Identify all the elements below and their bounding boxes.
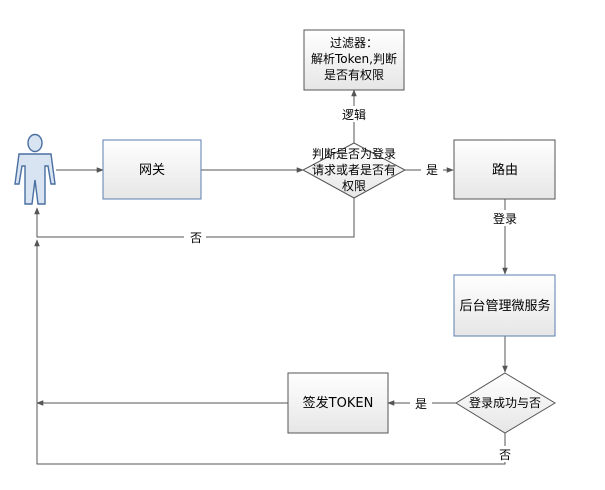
- filter-line-1: 过滤器：: [330, 36, 378, 50]
- gateway-label: 网关: [139, 163, 165, 178]
- decision-login-diamond: [455, 372, 556, 434]
- login-label-bg: [489, 210, 521, 226]
- router-label: 路由: [492, 162, 518, 178]
- edge-decision2-no: [34, 239, 506, 465]
- no-label-bg: [184, 229, 206, 245]
- no2-label-bg: [494, 446, 516, 462]
- issue-token-box: [287, 372, 389, 434]
- decision-auth-line-2: 请求或者是否有: [312, 163, 396, 177]
- decision-login-label: 登录成功与否: [469, 395, 541, 410]
- edge-label-login: 登录: [493, 211, 517, 226]
- decision-auth-line-3: 权限: [342, 179, 366, 193]
- edge-label-auth-yes: 是: [426, 163, 438, 177]
- user-actor-icon: [14, 133, 56, 205]
- yes2-label-bg: [410, 395, 432, 411]
- router-box: [453, 139, 556, 200]
- backend-box: [453, 274, 556, 337]
- filter-line-2: 解析Token,判断: [311, 51, 397, 66]
- decision-auth-line-1: 判断是否为登录: [312, 146, 396, 161]
- edge-label-auth-no: 否: [190, 231, 202, 245]
- gateway-box: [102, 139, 202, 200]
- filter-box: [303, 29, 405, 91]
- edge-label-login-no: 否: [499, 448, 511, 462]
- backend-label: 后台管理微服务: [459, 298, 550, 314]
- decision-auth-diamond: [301, 142, 407, 199]
- issue-token-label: 签发TOKEN: [303, 395, 374, 411]
- edge-label-logic: 逻辑: [342, 108, 366, 122]
- logic-label-bg: [339, 106, 369, 122]
- edge-label-login-yes: 是: [415, 397, 427, 411]
- filter-line-3: 是否有权限: [324, 68, 384, 82]
- yes-label-bg: [421, 162, 443, 178]
